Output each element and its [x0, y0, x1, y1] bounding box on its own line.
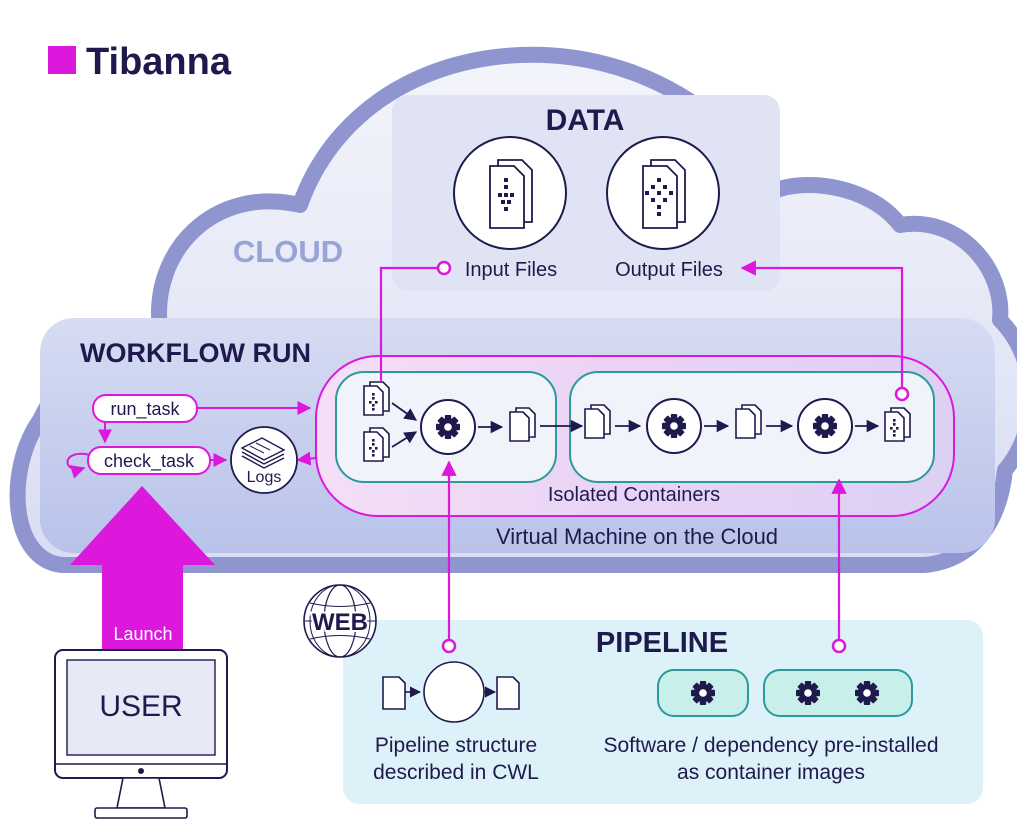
- brand-square-icon: [48, 46, 76, 74]
- web-globe-icon: [303, 584, 377, 658]
- connector-dot: [436, 260, 452, 276]
- connector-dot: [831, 638, 847, 654]
- web-label: WEB: [312, 609, 368, 636]
- file-icon: [509, 407, 536, 442]
- input-file-icon: [363, 381, 390, 416]
- output-file-icon: [884, 407, 911, 442]
- gear-icon: [436, 415, 460, 439]
- file-icon: [584, 404, 611, 439]
- cloud-label: CLOUD: [233, 234, 343, 269]
- containers-label: Isolated Containers: [548, 484, 720, 506]
- output-files-icon: [606, 136, 720, 250]
- output-connector: [740, 260, 904, 388]
- vm-to-logs-arrow: [296, 451, 317, 466]
- input-file-icon: [363, 427, 390, 462]
- launch-arrow: [70, 486, 215, 650]
- connector-dot: [894, 386, 910, 402]
- check-task-label: check_task: [104, 451, 195, 472]
- structure-line1: Pipeline structure: [375, 734, 537, 757]
- gear-icon: [691, 681, 715, 705]
- container-image-2: [763, 669, 913, 717]
- structure-line2: described in CWL: [373, 761, 539, 784]
- input-files-label: Input Files: [465, 259, 557, 281]
- gear-icon: [855, 681, 879, 705]
- vm-label: Virtual Machine on the Cloud: [496, 524, 778, 549]
- launch-label: Launch: [113, 624, 172, 644]
- data-title: DATA: [546, 104, 625, 137]
- software-line1: Software / dependency pre-installed: [603, 734, 938, 757]
- run-task-label: run_task: [110, 399, 180, 420]
- software-line2: as container images: [677, 761, 865, 784]
- gear-icon: [796, 681, 820, 705]
- output-files-label: Output Files: [615, 259, 723, 281]
- input-connector: [379, 266, 438, 382]
- gear-icon: [813, 414, 837, 438]
- brand-title: Tibanna: [86, 41, 232, 83]
- gear-icon: [662, 414, 686, 438]
- check-loop-arrow: [66, 452, 91, 479]
- connector-dot: [441, 638, 457, 654]
- user-label: USER: [99, 690, 182, 723]
- input-files-icon: [453, 136, 567, 250]
- user-computer-icon: [54, 649, 228, 819]
- workflow-title: WORKFLOW RUN: [80, 338, 311, 368]
- logs-label: Logs: [247, 469, 282, 486]
- logs-icon: [240, 437, 286, 469]
- cwl-structure-icon: [382, 661, 520, 723]
- pipeline-title: PIPELINE: [596, 627, 728, 659]
- file-icon: [735, 404, 762, 439]
